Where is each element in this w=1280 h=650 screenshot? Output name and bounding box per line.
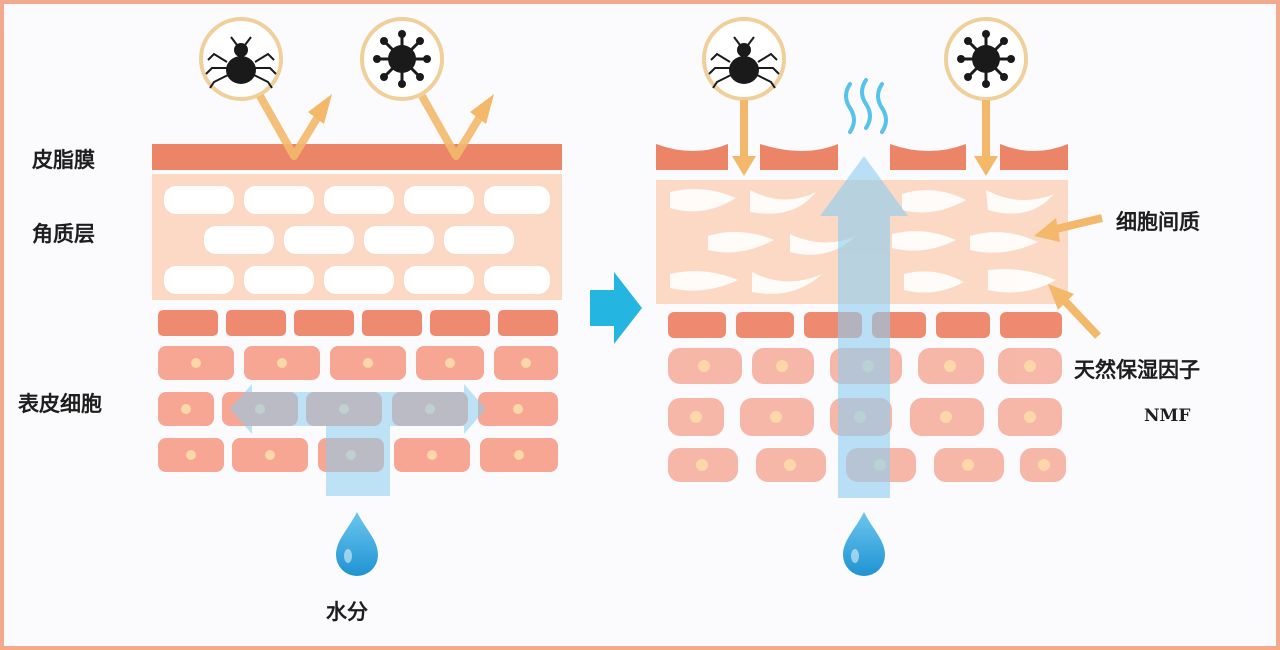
entry-arrow-2 xyxy=(974,100,998,176)
water-loss-flow xyxy=(820,156,908,498)
healthy-skin-panel xyxy=(152,17,562,576)
label-stratum-corneum: 角质层 xyxy=(32,222,95,246)
corneum-cells-left xyxy=(164,186,550,294)
label-nmf-abbr: NMF xyxy=(1144,406,1191,426)
bacteria-icon xyxy=(360,17,444,101)
deflect-arrow-1 xyxy=(256,94,326,160)
label-water: 水分 xyxy=(326,600,368,624)
pointer-arrow-intercellular xyxy=(1034,214,1103,242)
sebum-membrane-damaged xyxy=(656,144,1068,170)
vapor-wave-icon xyxy=(844,78,888,134)
water-retention-flow xyxy=(230,384,486,496)
bacteria-icon-right xyxy=(944,17,1028,101)
mite-icon-right xyxy=(702,17,786,101)
label-intercellular-substance: 细胞间质 xyxy=(1116,210,1200,234)
water-drop-icon xyxy=(336,512,378,576)
damaged-skin-panel xyxy=(656,17,1103,576)
pointer-arrow-nmf xyxy=(1048,284,1101,339)
mite-icon xyxy=(199,17,283,101)
diagram-canvas xyxy=(152,17,1103,576)
sebum-membrane-layer xyxy=(152,144,562,170)
corneum-cells-damaged xyxy=(670,189,1056,294)
label-sebum-membrane: 皮脂膜 xyxy=(32,148,95,172)
label-epidermal-cells: 表皮细胞 xyxy=(18,392,102,416)
entry-arrow-1 xyxy=(732,100,756,176)
water-drop-icon-right xyxy=(843,512,885,576)
deflect-arrow-2 xyxy=(418,94,488,160)
arrow-right-icon xyxy=(590,272,642,344)
label-nmf: 天然保湿因子 xyxy=(1074,358,1200,382)
